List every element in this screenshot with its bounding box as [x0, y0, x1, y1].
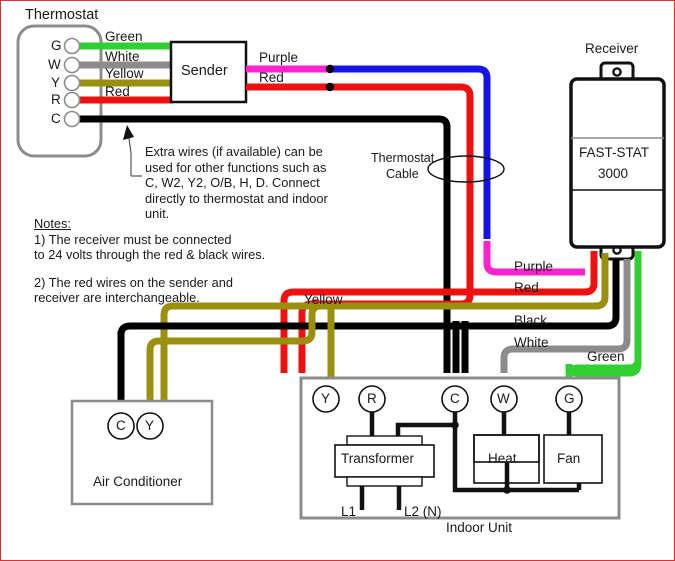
thermostat-terminal-W[interactable] — [63, 56, 81, 74]
thermostat-title: Thermostat — [25, 7, 99, 23]
wire-label-green-receiver: Green — [587, 349, 625, 364]
callout-line-2: used for other functions such as — [145, 159, 327, 175]
wire-label-white-thermostat: White — [105, 49, 140, 64]
callout-line-5: unit. — [145, 206, 170, 222]
junction-dot-indoor-C — [451, 421, 459, 429]
indoor-terminal-label-R: R — [367, 391, 377, 406]
junction-dot-red — [325, 82, 335, 92]
receiver-mount-hole-top — [612, 67, 622, 77]
air-conditioner-title: Air Conditioner — [93, 474, 183, 489]
ac-terminal-Y[interactable] — [136, 412, 164, 440]
callout-line-3: C, W2, Y2, O/B, H, D. Connect — [145, 175, 320, 191]
receiver-body — [569, 77, 666, 249]
wire-indoor-C-to-transformer — [395, 422, 455, 438]
thermostat-cable-label-line1: Thermostat — [371, 151, 435, 165]
notes-block: Notes: 1) The receiver must be connected… — [34, 216, 265, 306]
wire-label-purple-receiver: Purple — [514, 259, 554, 274]
wire-sender-red-main — [246, 83, 474, 373]
thermostat-cable-ellipse — [427, 155, 505, 183]
wire-label-yellow-thermostat: Yellow — [105, 66, 144, 81]
indoor-terminal-label-C: C — [450, 391, 460, 406]
receiver-brand-label: FAST-STAT — [579, 145, 650, 160]
thermostat-terminal-Y[interactable] — [63, 74, 81, 92]
thermostat-terminal-label-Y: Y — [51, 75, 61, 90]
notes-heading: Notes: — [34, 216, 71, 231]
thermostat-terminal-C[interactable] — [63, 110, 81, 128]
thermostat-terminal-label-C: C — [51, 111, 61, 126]
thermostat-enclosure — [16, 24, 103, 158]
note-1-line-1: 1) The receiver must be connected — [34, 231, 232, 247]
wire-ac-yellow-branch — [146, 302, 322, 426]
transformer-primary-bar — [346, 435, 423, 446]
wire-label-yellow-mid: Yellow — [304, 292, 343, 307]
callout-line-1: Extra wires (if available) can be — [145, 144, 323, 159]
indoor-terminal-Y[interactable] — [312, 385, 340, 413]
ac-terminal-label-Y: Y — [145, 418, 155, 433]
wire-indoor-C-bus — [452, 412, 579, 493]
wire-label-black-receiver: Black — [514, 313, 548, 328]
indoor-terminal-label-Y: Y — [321, 391, 331, 406]
wire-label-red-sender: Red — [259, 70, 284, 85]
transformer-lead-label-L2: L2 (N) — [404, 504, 442, 519]
thermostat-terminal-label-R: R — [51, 92, 61, 107]
transformer-label: Transformer — [341, 451, 415, 466]
ac-terminal-label-C: C — [116, 418, 126, 433]
indoor-terminal-label-W: W — [497, 391, 510, 406]
transformer-secondary-bar — [346, 476, 423, 487]
indoor-terminal-label-G: G — [564, 391, 575, 406]
wire-receiver-purple — [483, 241, 585, 276]
junction-dot-purple — [325, 64, 335, 74]
wire-receiver-yellow — [160, 253, 609, 401]
heat-box-lower — [473, 434, 540, 484]
sender-label: Sender — [181, 63, 228, 79]
callout-line-4: directly to thermostat and indoor — [145, 190, 328, 206]
heat-label: Heat — [488, 451, 517, 466]
wire-label-red-receiver: Red — [514, 280, 539, 295]
transformer-lead-label-L1: L1 — [341, 504, 357, 519]
receiver-title: Receiver — [585, 41, 639, 56]
thermostat-terminal-R[interactable] — [63, 91, 81, 109]
heat-box — [473, 434, 540, 463]
wire-common-black-main — [79, 115, 451, 373]
wire-receiver-green-down — [565, 251, 642, 393]
wire-label-purple-sender: Purple — [259, 50, 299, 65]
wire-sender-blue-up-right — [329, 65, 491, 239]
fan-label: Fan — [557, 451, 581, 466]
note-1-line-2: to 24 volts through the red & black wire… — [34, 247, 266, 263]
thermostat-terminal-G[interactable] — [63, 37, 81, 55]
wire-receiver-red — [280, 251, 598, 373]
thermostat-terminal-label-G: G — [51, 38, 62, 53]
callout-arrowhead — [123, 125, 134, 140]
note-2-line-2: receiver are interchangeable. — [34, 290, 200, 306]
note-2-line-1: 2) The red wires on the sender and — [34, 274, 233, 290]
ac-terminal-C[interactable] — [107, 412, 135, 440]
extra-wires-callout: Extra wires (if available) can be used f… — [145, 144, 328, 222]
wire-label-green-thermostat: Green — [105, 29, 143, 44]
thermostat-terminal-label-W: W — [48, 57, 61, 72]
transformer-body — [334, 444, 435, 478]
indoor-unit-title: Indoor Unit — [446, 520, 513, 535]
sender-box — [169, 40, 248, 104]
notes-spacer — [34, 263, 265, 275]
fan-box — [543, 434, 603, 484]
receiver-model-label: 3000 — [598, 166, 629, 181]
thermostat-cable-label-line2: Cable — [386, 167, 419, 181]
wire-label-red-thermostat: Red — [105, 84, 130, 99]
wire-receiver-white — [500, 259, 631, 373]
wire-label-white-receiver: White — [514, 335, 549, 350]
